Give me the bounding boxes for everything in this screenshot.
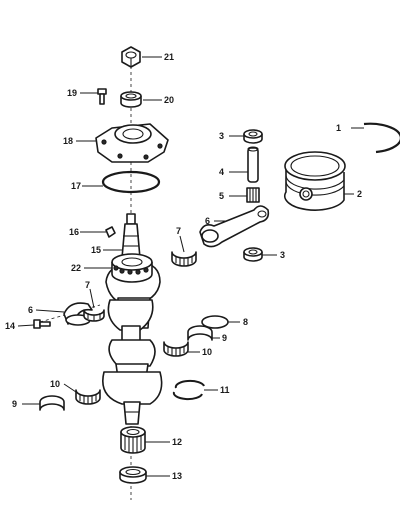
- part-bolt: [97, 88, 107, 105]
- part-needle-bearing-small: [246, 187, 260, 203]
- callout-11: 11: [220, 385, 230, 395]
- part-thrust-washer-upper: [243, 129, 263, 144]
- part-piston-ring: [363, 122, 400, 154]
- callout-10-right: 10: [202, 347, 212, 357]
- callout-10-left: 10: [50, 379, 60, 389]
- part-main-bearing: [111, 253, 153, 283]
- callout-5: 5: [219, 191, 224, 201]
- part-piston: [283, 151, 346, 211]
- part-o-ring-large: [101, 170, 161, 194]
- part-seal: [120, 91, 142, 108]
- part-needle-bearing-left: [75, 389, 101, 405]
- part-needle-bearing-right: [163, 341, 189, 357]
- callout-7-left: 7: [85, 280, 90, 290]
- callout-7-right: 7: [176, 226, 181, 236]
- callout-12: 12: [172, 437, 182, 447]
- callout-17: 17: [71, 181, 81, 191]
- part-bearing-plate: [95, 123, 169, 163]
- part-bearing-race-left: [39, 395, 65, 411]
- part-thrust-washer-lower: [243, 247, 263, 262]
- callout-20: 20: [164, 95, 174, 105]
- callout-22: 22: [71, 263, 81, 273]
- callout-1: 1: [336, 123, 341, 133]
- callout-9-right: 9: [222, 333, 227, 343]
- part-cap-screw: [33, 319, 51, 329]
- callout-4: 4: [219, 167, 224, 177]
- part-crankshaft: [102, 213, 163, 425]
- callout-21: 21: [164, 52, 174, 62]
- part-roller-bearing: [120, 426, 146, 454]
- leader-lines: [17, 56, 364, 477]
- part-piston-pin: [247, 146, 259, 183]
- part-seal-ring: [119, 466, 147, 484]
- callout-16: 16: [69, 227, 79, 237]
- part-bearing-race-right: [187, 325, 213, 341]
- callout-2: 2: [357, 189, 362, 199]
- callout-14: 14: [5, 321, 15, 331]
- callout-19: 19: [67, 88, 77, 98]
- callout-3-upper: 3: [219, 131, 224, 141]
- callout-15: 15: [91, 245, 101, 255]
- callout-6-right: 6: [205, 216, 210, 226]
- callout-9-left: 9: [12, 399, 17, 409]
- part-bearing-cage-left: [83, 309, 105, 322]
- callout-3-lower: 3: [280, 250, 285, 260]
- callout-13: 13: [172, 471, 182, 481]
- part-snap-ring: [172, 379, 205, 401]
- part-woodruff-key: [105, 226, 116, 238]
- part-connecting-rod: [199, 205, 270, 248]
- callout-18: 18: [63, 136, 73, 146]
- part-bearing-cage-upper: [171, 251, 197, 267]
- callout-6-left: 6: [28, 305, 33, 315]
- part-rod-cap: [63, 302, 93, 326]
- callout-8: 8: [243, 317, 248, 327]
- part-nut: [121, 46, 141, 68]
